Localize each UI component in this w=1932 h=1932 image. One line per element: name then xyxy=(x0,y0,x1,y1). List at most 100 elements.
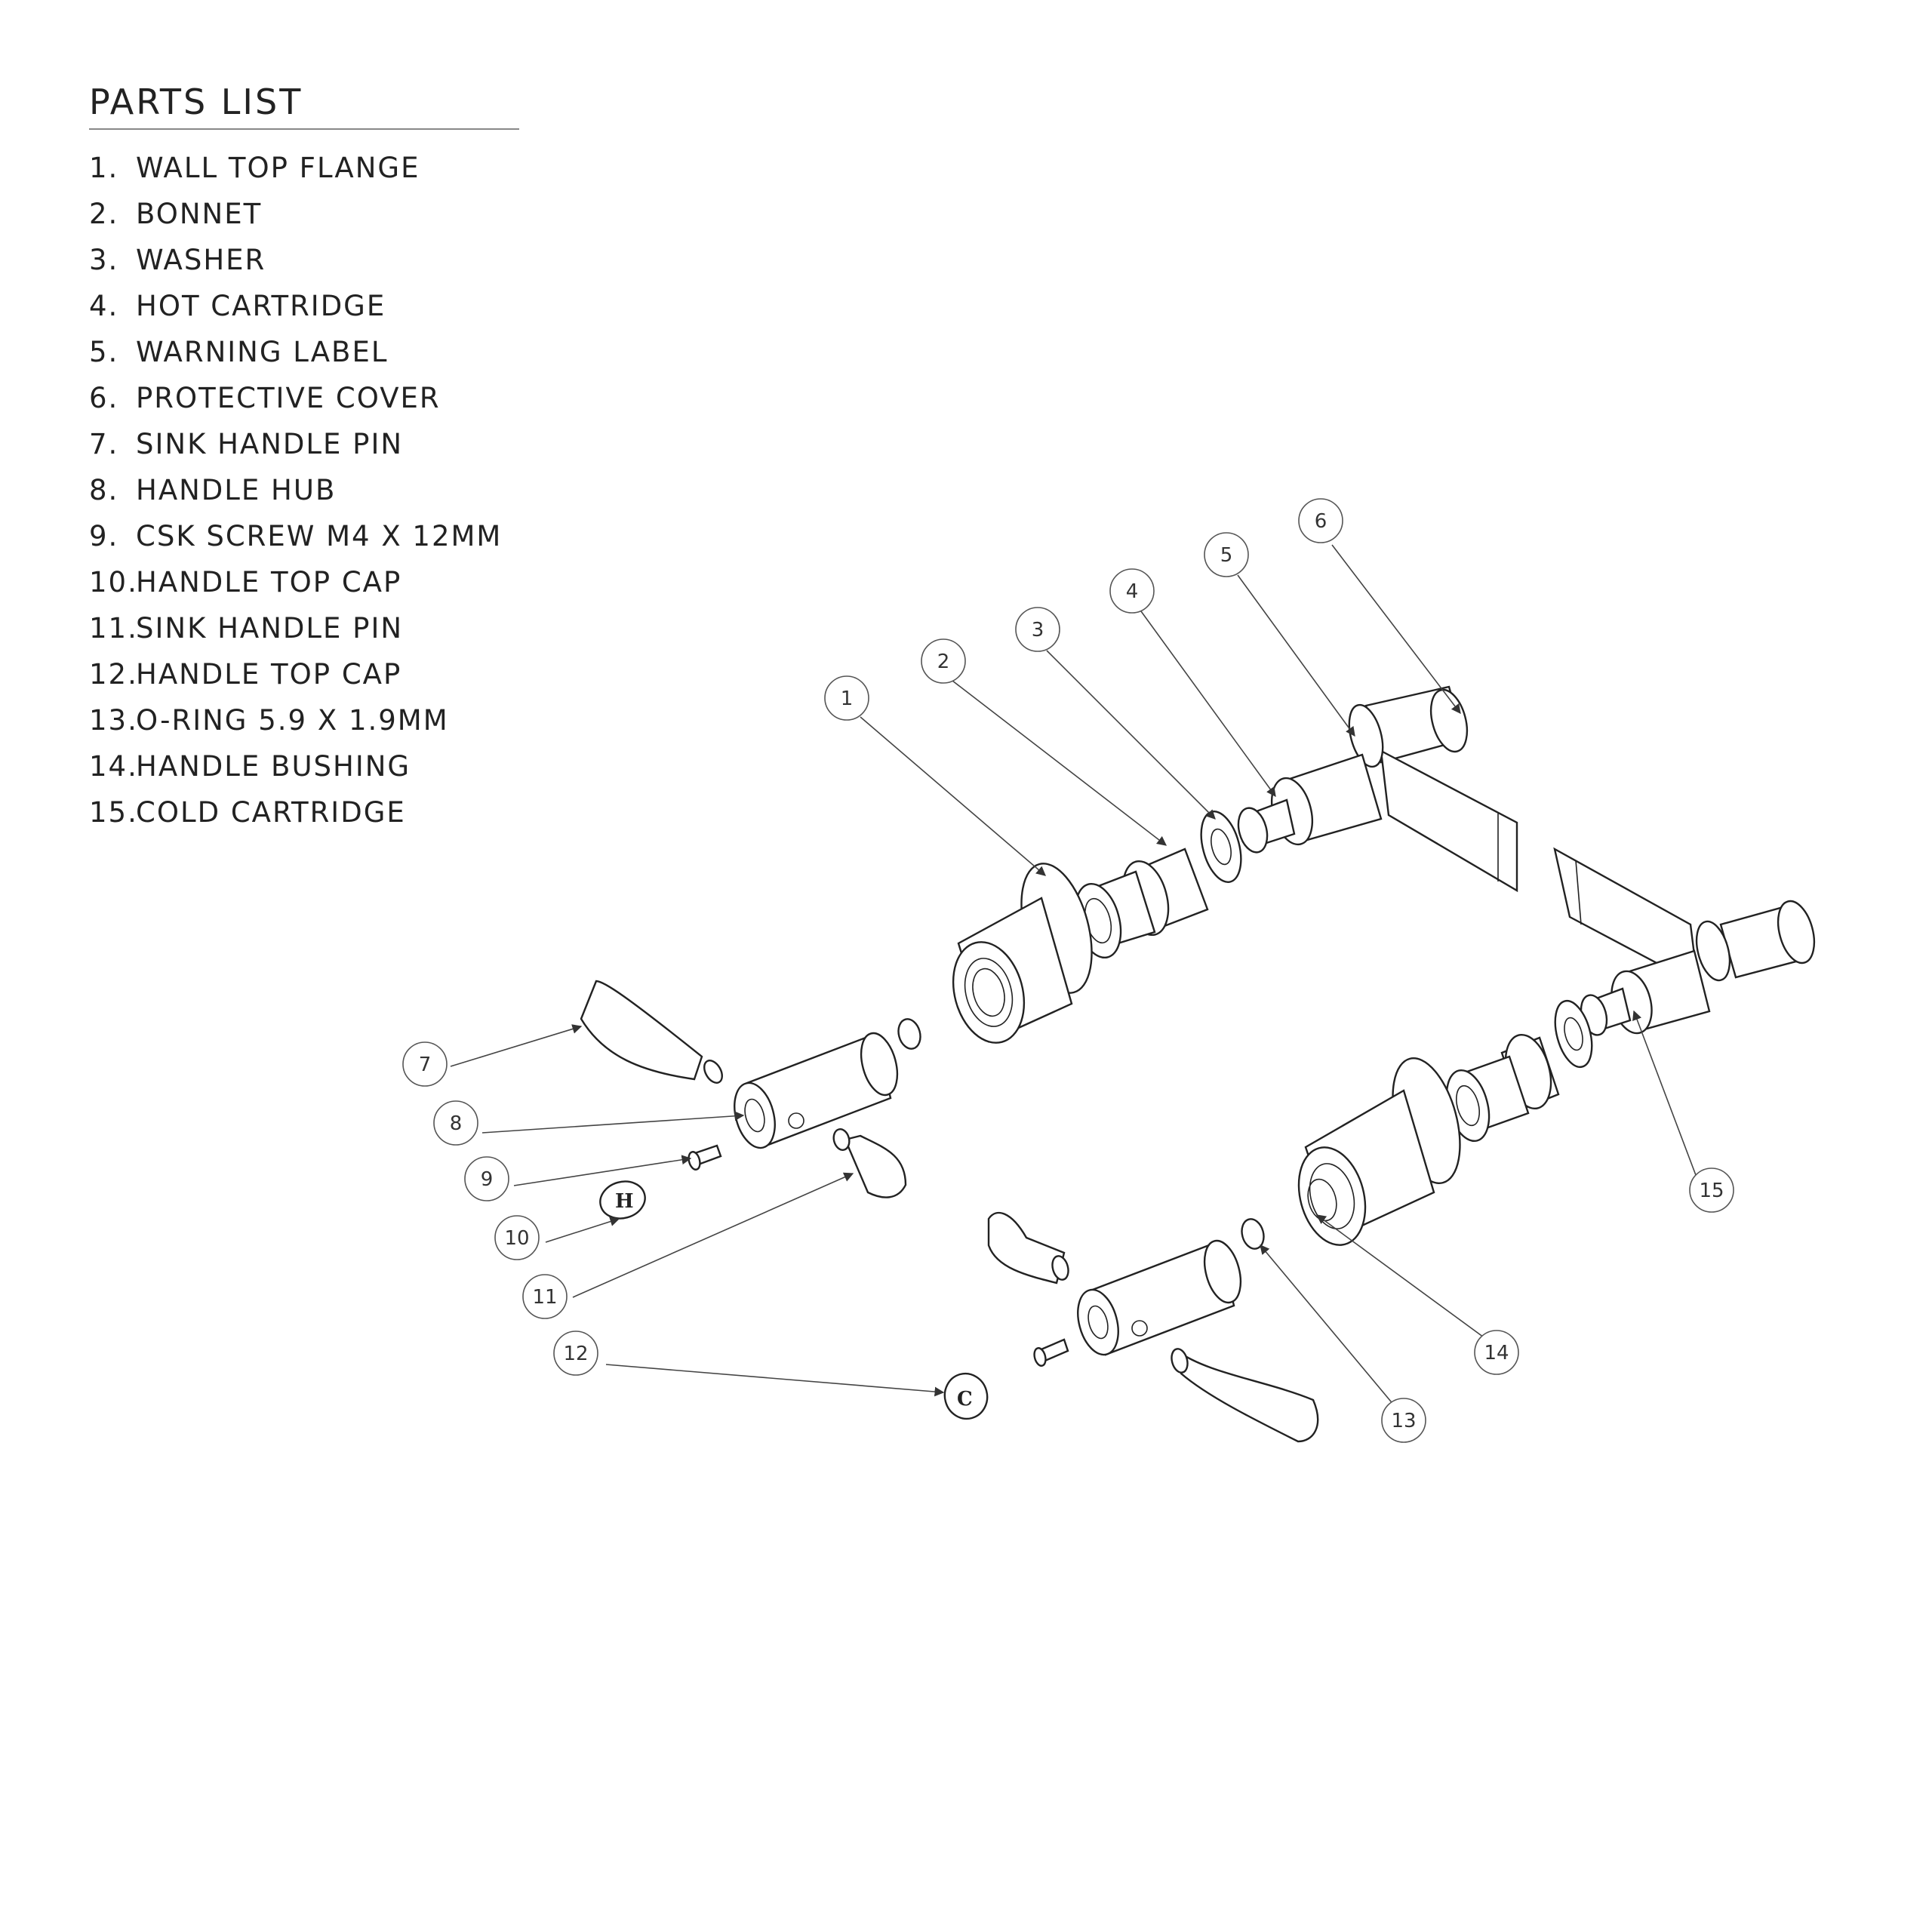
sink-handle-pin-cold xyxy=(987,1211,1069,1284)
callout-1: 1 xyxy=(824,675,869,721)
leader-11 xyxy=(572,1172,854,1298)
callout-number: 7 xyxy=(419,1054,432,1076)
item-label: WARNING LABEL xyxy=(136,336,389,368)
list-item: 9. CSK SCREW M4 X 12MM xyxy=(89,513,519,559)
item-label: HANDLE HUB xyxy=(136,474,337,506)
csk-screw-hot xyxy=(688,1144,722,1171)
leader-12 xyxy=(605,1364,945,1397)
callout-number: 4 xyxy=(1126,580,1139,603)
callout-number: 2 xyxy=(937,651,950,673)
callout-number: 10 xyxy=(504,1227,529,1250)
leader-1 xyxy=(860,716,1046,876)
leader-9 xyxy=(513,1155,692,1186)
cold-assembly: C xyxy=(943,847,1816,1443)
item-label: COLD CARTRIDGE xyxy=(136,796,406,829)
callout-9: 9 xyxy=(464,1156,509,1201)
callout-6: 6 xyxy=(1298,498,1343,543)
cold-cartridge xyxy=(1580,949,1711,1036)
item-label: BONNET xyxy=(136,198,263,230)
csk-screw-cold xyxy=(1033,1338,1069,1367)
parts-list: PARTS LIST 1. WALL TOP FLANGE 2. BONNET 3.… xyxy=(89,82,519,835)
handle-hub-hot xyxy=(734,1032,899,1149)
list-item: 13.O-RING 5.9 X 1.9MM xyxy=(89,697,519,743)
item-label: CSK SCREW M4 X 12MM xyxy=(136,520,503,552)
item-number: 15. xyxy=(89,796,138,829)
item-number: 9. xyxy=(89,520,119,552)
item-label: HANDLE BUSHING xyxy=(136,750,411,783)
item-label: WASHER xyxy=(136,244,266,276)
handle-top-cap-cold: C xyxy=(943,1372,989,1420)
callout-3: 3 xyxy=(1015,607,1060,652)
callout-number: 11 xyxy=(532,1286,557,1309)
item-label: HANDLE TOP CAP xyxy=(136,658,402,691)
item-label: HOT CARTRIDGE xyxy=(136,290,386,322)
leader-lines xyxy=(450,544,1699,1416)
sink-handle-pin-hot-2 xyxy=(832,1128,907,1198)
callout-number: 3 xyxy=(1032,619,1044,641)
item-number: 3. xyxy=(89,244,119,276)
item-label: HANDLE TOP CAP xyxy=(136,566,402,598)
item-number: 2. xyxy=(89,198,119,230)
leader-5 xyxy=(1237,574,1355,737)
item-label: O-RING 5.9 X 1.9MM xyxy=(136,704,449,737)
list-item: 12.HANDLE TOP CAP xyxy=(89,651,519,697)
list-item: 11.SINK HANDLE PIN xyxy=(89,605,519,651)
sink-handle-pin-hot xyxy=(580,980,723,1084)
list-item: 8. HANDLE HUB xyxy=(89,467,519,513)
item-number: 7. xyxy=(89,428,119,460)
list-item: 15.COLD CARTRIDGE xyxy=(89,789,519,835)
item-number: 4. xyxy=(89,290,119,322)
handle-hub-cold xyxy=(1077,1239,1242,1356)
callout-number: 9 xyxy=(481,1168,494,1191)
callout-11: 11 xyxy=(522,1274,568,1319)
cap-letter-cold: C xyxy=(957,1388,973,1411)
item-number: 14. xyxy=(89,750,138,783)
leader-7 xyxy=(450,1024,583,1067)
list-item: 1. WALL TOP FLANGE xyxy=(89,145,519,191)
item-label: SINK HANDLE PIN xyxy=(136,428,404,460)
callout-number: 12 xyxy=(563,1343,588,1365)
parts-list-items: 1. WALL TOP FLANGE 2. BONNET 3. WASHER 4. HO… xyxy=(89,145,519,835)
item-label: SINK HANDLE PIN xyxy=(136,612,404,645)
leader-3 xyxy=(1046,650,1216,820)
cap-letter-hot: H xyxy=(615,1190,634,1213)
list-item: 6.PROTECTIVE COVER xyxy=(89,375,519,421)
callout-number: 14 xyxy=(1484,1342,1509,1364)
callout-5: 5 xyxy=(1204,532,1249,577)
callout-15: 15 xyxy=(1689,1168,1734,1213)
list-item: 2. BONNET xyxy=(89,191,519,237)
bonnet-hot xyxy=(1074,848,1209,959)
list-item: 3. WASHER xyxy=(89,237,519,283)
leader-8 xyxy=(481,1111,745,1134)
warning-label-cold xyxy=(1553,847,1731,987)
o-ring-cold xyxy=(1241,1218,1265,1250)
item-number: 1. xyxy=(89,152,119,184)
sink-handle-pin-cold-2 xyxy=(1171,1348,1319,1443)
wall-top-flange-cold xyxy=(1297,1057,1461,1246)
callout-2: 2 xyxy=(921,638,966,684)
item-number: 8. xyxy=(89,474,119,506)
callout-10: 10 xyxy=(494,1215,540,1260)
item-number: 13. xyxy=(89,704,138,737)
hot-assembly: H xyxy=(580,685,1518,1220)
callouts: 1 2 3 4 5 6 7 8 9 10 11 12 13 14 15 xyxy=(402,498,1734,1443)
item-label: WALL TOP FLANGE xyxy=(136,152,420,184)
item-label: PROTECTIVE COVER xyxy=(136,382,441,414)
bonnet-cold xyxy=(1445,1033,1560,1143)
leader-6 xyxy=(1331,544,1461,715)
callout-14: 14 xyxy=(1474,1330,1519,1375)
callout-number: 15 xyxy=(1699,1180,1724,1202)
list-item: 4. HOT CARTRIDGE xyxy=(89,283,519,329)
handle-bushing-cold xyxy=(1307,1178,1337,1222)
callout-12: 12 xyxy=(553,1331,598,1376)
list-item: 5. WARNING LABEL xyxy=(89,329,519,375)
leader-10 xyxy=(545,1217,620,1243)
list-item: 7. SINK HANDLE PIN xyxy=(89,421,519,467)
leader-13 xyxy=(1260,1244,1403,1416)
warning-label-hot xyxy=(1348,703,1518,893)
item-number: 5. xyxy=(89,336,119,368)
parts-list-title: PARTS LIST xyxy=(89,82,519,130)
list-item: 10.HANDLE TOP CAP xyxy=(89,559,519,605)
callout-number: 6 xyxy=(1315,510,1327,533)
